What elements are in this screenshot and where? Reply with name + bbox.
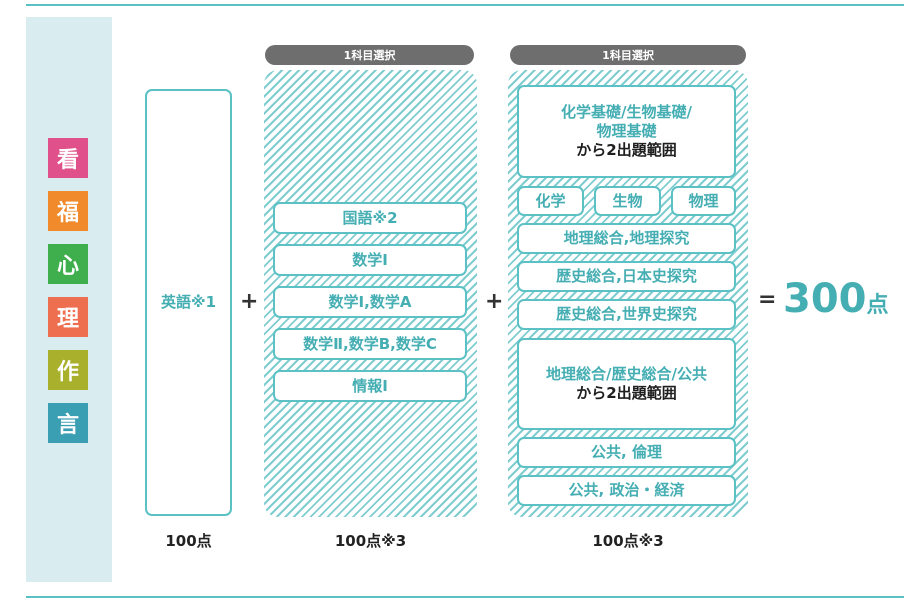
side-label-3: 心 bbox=[48, 244, 88, 284]
col3-item-politics: 公共, 政治・経済 bbox=[517, 475, 736, 506]
col3-social-box: 地理総合/歴史総合/公共 から2出題範囲 bbox=[517, 338, 736, 430]
col2-header-pill: 1科目選択 bbox=[265, 45, 474, 65]
col3-basic-science-box: 化学基礎/生物基礎/ 物理基礎 から2出題範囲 bbox=[517, 85, 736, 178]
col2-item-2: 数学Ⅰ bbox=[273, 244, 467, 276]
col3-social-line1: 地理総合/歴史総合/公共 bbox=[546, 365, 707, 384]
col2-item-5: 情報Ⅰ bbox=[273, 370, 467, 402]
col2-item-1: 国語※2 bbox=[273, 202, 467, 234]
col3-header-pill: 1科目選択 bbox=[510, 45, 746, 65]
col3-item-geography: 地理総合,地理探究 bbox=[517, 223, 736, 254]
col2-score: 100点※3 bbox=[334, 532, 407, 550]
side-label-2: 福 bbox=[48, 191, 88, 231]
col3-sci-chemistry: 化学 bbox=[517, 186, 584, 216]
side-label-5: 作 bbox=[48, 350, 88, 390]
col3-item-ethics: 公共, 倫理 bbox=[517, 437, 736, 468]
col2-item-3: 数学Ⅰ,数学A bbox=[273, 286, 467, 318]
col3-sci-physics: 物理 bbox=[671, 186, 736, 216]
english-score: 100点 bbox=[165, 532, 212, 550]
col3-score: 100点※3 bbox=[592, 532, 664, 550]
total-score: 300点 bbox=[783, 276, 889, 322]
total-score-unit: 点 bbox=[866, 293, 889, 318]
col3-sci-biology: 生物 bbox=[594, 186, 661, 216]
equals-sign: = bbox=[758, 287, 777, 312]
col3-basic-science-line1: 化学基礎/生物基礎/ bbox=[561, 103, 692, 122]
plus-sign-2: + bbox=[485, 289, 504, 314]
side-label-4: 理 bbox=[48, 297, 88, 337]
col3-item-world-history: 歴史総合,世界史探究 bbox=[517, 299, 736, 330]
total-score-value: 300 bbox=[783, 276, 867, 322]
col3-basic-science-line2: 物理基礎 bbox=[596, 122, 657, 141]
col3-item-japanese-history: 歴史総合,日本史探究 bbox=[517, 261, 736, 292]
bottom-divider bbox=[26, 596, 904, 598]
col3-social-line2: から2出題範囲 bbox=[576, 384, 677, 402]
english-box: 英語※1 bbox=[145, 89, 232, 516]
top-divider bbox=[26, 4, 904, 6]
col3-basic-science-line3: から2出題範囲 bbox=[576, 140, 677, 159]
plus-sign-1: + bbox=[240, 289, 259, 314]
col2-item-4: 数学Ⅱ,数学B,数学C bbox=[273, 328, 467, 360]
side-label-1: 看 bbox=[48, 138, 88, 178]
side-label-6: 言 bbox=[48, 403, 88, 443]
